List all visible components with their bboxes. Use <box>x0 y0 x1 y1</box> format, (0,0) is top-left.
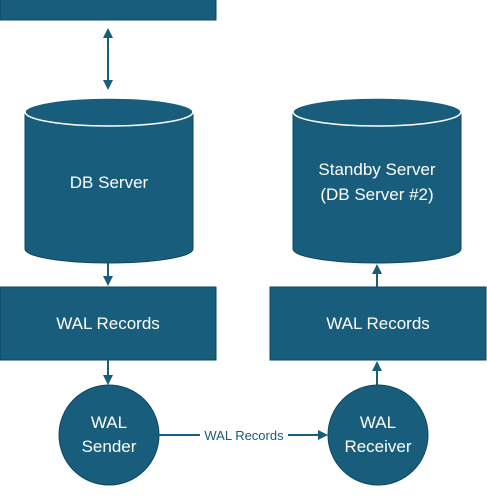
standby-server-cylinder: Standby Server (DB Server #2) <box>292 97 462 264</box>
edge-label-background <box>200 427 288 443</box>
wal-sender-node: WAL Sender <box>58 384 160 486</box>
wal-receiver-label-line1: WAL <box>360 413 396 432</box>
sender-to-receiver-label: WAL Records <box>204 428 284 443</box>
standby-server-sublabel: (DB Server #2) <box>320 185 433 204</box>
wal-sender-label-line1: WAL <box>91 413 127 432</box>
db-server-cylinder: DB Server <box>24 97 194 264</box>
wal-records-left-box <box>0 286 217 361</box>
wal-receiver-node: WAL Receiver <box>327 384 429 486</box>
wal-sender-label-line2: Sender <box>82 437 137 456</box>
wal-records-right-label: WAL Records <box>326 314 430 333</box>
top-box <box>0 0 217 21</box>
db-server-label: DB Server <box>70 173 149 192</box>
wal-records-left-label: WAL Records <box>56 314 160 333</box>
standby-server-label: Standby Server <box>318 160 436 179</box>
wal-records-right-box <box>269 286 487 361</box>
wal-receiver-label-line2: Receiver <box>344 437 411 456</box>
